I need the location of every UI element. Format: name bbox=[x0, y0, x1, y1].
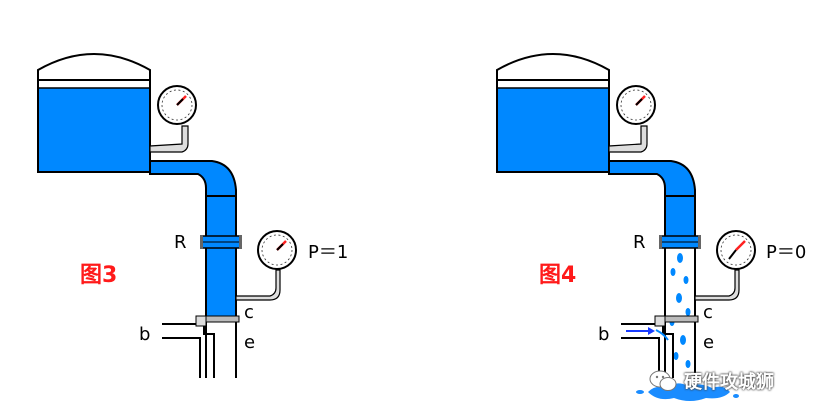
valve-r-right bbox=[659, 235, 701, 249]
figure-4-label: 图4 bbox=[539, 263, 576, 288]
vertical-pipe-left bbox=[205, 195, 237, 378]
port-c-label-right: c bbox=[703, 302, 713, 323]
pressure-text-left: P＝1 bbox=[308, 242, 348, 263]
port-b-label-right: b bbox=[598, 324, 609, 345]
valve-r-label-right: R bbox=[633, 232, 646, 253]
water-tank-left bbox=[37, 53, 151, 173]
right-panel: 图4 R b c e P＝0 bbox=[496, 53, 806, 401]
port-b-label-left: b bbox=[139, 324, 150, 345]
coupling-right bbox=[661, 315, 699, 323]
port-e-label-right: e bbox=[703, 332, 714, 353]
port-e-label-left: e bbox=[244, 332, 255, 353]
valve-r-left bbox=[200, 235, 242, 249]
pressure-gauge-side-left bbox=[235, 230, 297, 301]
outlet-pipe-right bbox=[608, 160, 696, 199]
water-tank-right bbox=[496, 53, 610, 173]
coupling-left bbox=[202, 315, 240, 323]
valve-r-label-left: R bbox=[174, 232, 187, 253]
pressure-gauge-top-left bbox=[149, 85, 197, 153]
outlet-pipe-left bbox=[149, 160, 237, 199]
left-panel: 图3 R b c e P＝1 bbox=[37, 53, 348, 378]
falling-droplets bbox=[669, 253, 691, 368]
pressure-gauge-side-right bbox=[694, 230, 756, 301]
watermark-text: 硬件攻城狮 bbox=[684, 372, 774, 393]
figure-3-label: 图3 bbox=[80, 263, 117, 288]
port-c-label-left: c bbox=[244, 302, 254, 323]
branch-pipe-right bbox=[621, 315, 674, 378]
watermark: 硬件攻城狮 bbox=[648, 368, 774, 394]
vertical-pipe-right bbox=[664, 195, 696, 378]
pressure-text-right: P＝0 bbox=[766, 242, 806, 263]
pressure-gauge-top-right bbox=[608, 85, 656, 153]
wechat-logo-icon bbox=[649, 370, 677, 391]
branch-pipe-left bbox=[162, 315, 215, 378]
